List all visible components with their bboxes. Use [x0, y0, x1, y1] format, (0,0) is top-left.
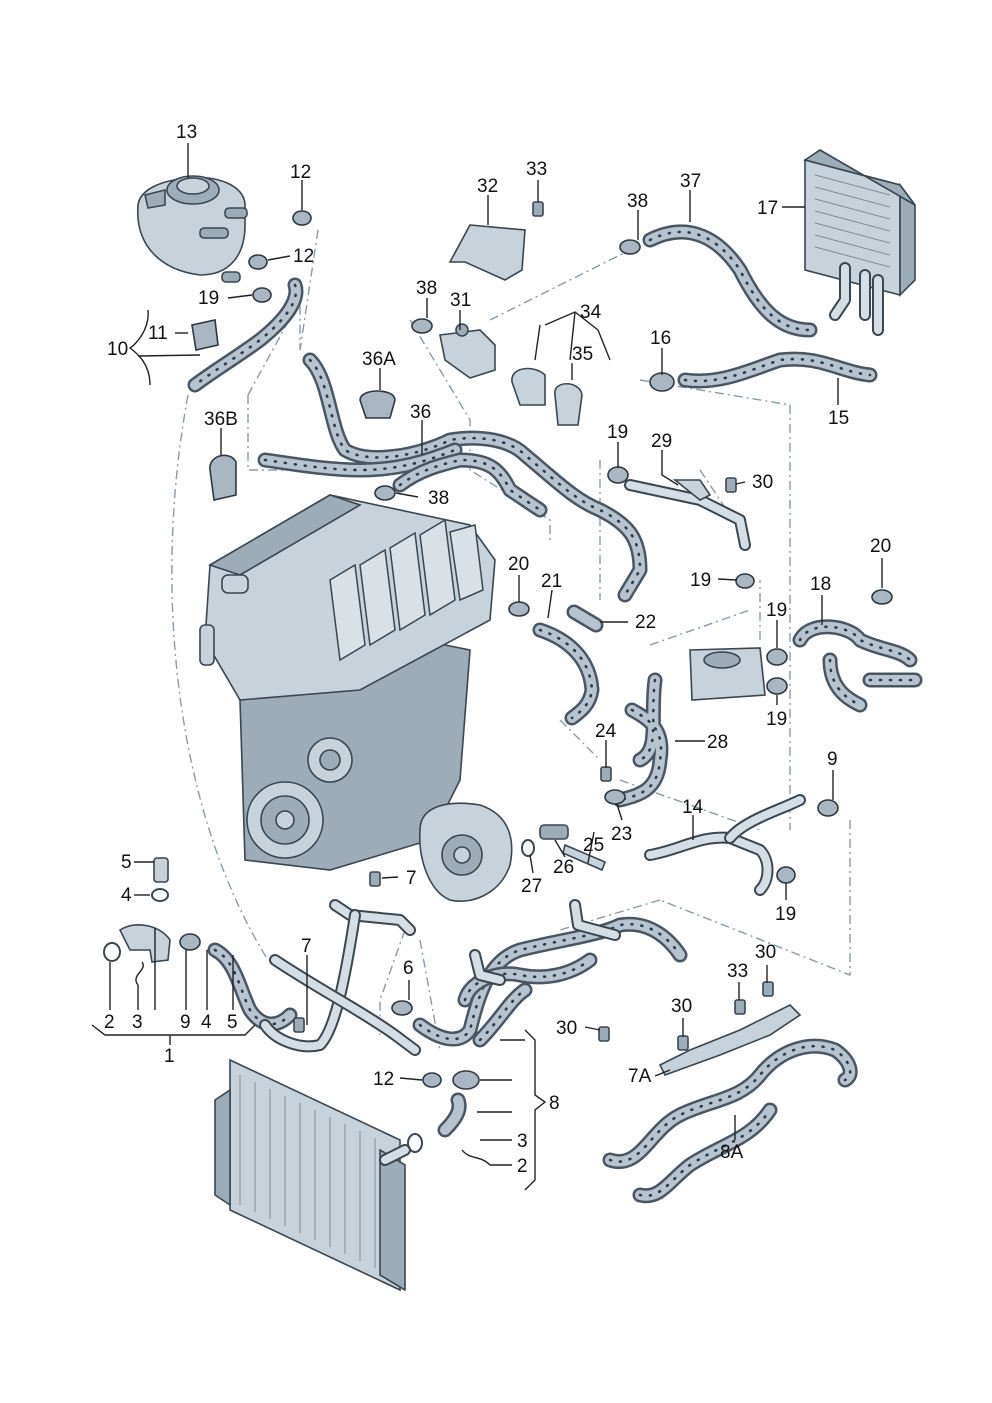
- callout-10: 10: [107, 339, 128, 360]
- callout-12: 12: [293, 246, 314, 267]
- callout-31: 31: [450, 290, 471, 311]
- callout-17: 17: [757, 198, 778, 219]
- hose-18: [792, 619, 923, 713]
- callout-19: 19: [198, 288, 219, 309]
- hose-8-assembly: [412, 916, 688, 1048]
- radiator-hose-lower: [437, 1092, 467, 1138]
- callout-4: 4: [201, 1012, 212, 1033]
- callout-28: 28: [707, 732, 728, 753]
- hose-15: [677, 351, 878, 389]
- callout-27: 27: [521, 876, 542, 897]
- callout-29: 29: [651, 431, 672, 452]
- hose-36: [257, 352, 648, 603]
- callout-12: 12: [373, 1069, 394, 1090]
- callout-21: 21: [541, 571, 562, 592]
- callout-12: 12: [290, 162, 311, 183]
- callout-7: 7: [406, 868, 417, 889]
- metal-pipes: [259, 479, 806, 1056]
- callout-5: 5: [227, 1012, 238, 1033]
- callout-36: 36: [410, 402, 431, 423]
- radiator: [214, 1058, 411, 1292]
- heater-core: [803, 149, 916, 336]
- callout-30: 30: [752, 472, 773, 493]
- callout-30: 30: [556, 1018, 577, 1039]
- callout-38: 38: [428, 488, 449, 509]
- callout-13: 13: [176, 122, 197, 143]
- small-parts: [103, 201, 893, 1153]
- radiator-hose-upper: [207, 942, 298, 1032]
- callout-1: 1: [164, 1046, 175, 1067]
- callout-24: 24: [595, 721, 617, 742]
- callout-7: 7: [301, 936, 312, 957]
- callout-3: 3: [517, 1131, 528, 1152]
- hose-22: [566, 604, 604, 633]
- callout-19: 19: [766, 709, 787, 730]
- hose-37: [642, 224, 818, 338]
- callout-14: 14: [682, 797, 704, 818]
- callout-18: 18: [810, 574, 831, 595]
- callout-34: 34: [580, 302, 602, 323]
- callout-26: 26: [553, 857, 574, 878]
- callout-4: 4: [121, 885, 132, 906]
- hose-8A: [602, 1038, 858, 1204]
- callout-9: 9: [827, 749, 838, 770]
- callout-35: 35: [572, 344, 593, 365]
- callout-33: 33: [526, 159, 547, 180]
- callout-20: 20: [870, 536, 891, 557]
- callout-38: 38: [627, 191, 648, 212]
- callout-7A: 7A: [628, 1066, 652, 1087]
- callout-30: 30: [671, 996, 692, 1017]
- engine-block: [199, 494, 496, 871]
- callout-36B: 36B: [204, 409, 238, 430]
- callout-19: 19: [766, 600, 787, 621]
- hose-10: [187, 277, 304, 393]
- callout-19: 19: [607, 422, 628, 443]
- callout-37: 37: [680, 171, 701, 192]
- callout-36A: 36A: [362, 349, 396, 370]
- callout-15: 15: [828, 408, 849, 429]
- leader-lines: [91, 143, 883, 1191]
- callout-19: 19: [775, 904, 796, 925]
- callout-3: 3: [132, 1012, 143, 1033]
- callout-6: 6: [403, 958, 414, 979]
- callout-5: 5: [121, 852, 132, 873]
- callout-20: 20: [508, 554, 529, 575]
- callout-8A: 8A: [720, 1142, 744, 1163]
- callout-2: 2: [104, 1012, 115, 1033]
- callout-32: 32: [477, 176, 498, 197]
- callout-30: 30: [755, 942, 776, 963]
- alternator: [419, 802, 513, 902]
- callout-2: 2: [517, 1156, 528, 1177]
- hose-28: [612, 672, 669, 808]
- callout-9: 9: [180, 1012, 191, 1033]
- hose-21: [532, 622, 600, 726]
- hoses: [187, 224, 923, 1204]
- callout-labels: 13 12 12 19 11 10 36A 36B 36 38 38 38 31…: [104, 122, 891, 1177]
- callout-22: 22: [635, 612, 656, 633]
- callout-16: 16: [650, 328, 671, 349]
- callout-11: 11: [148, 323, 168, 344]
- callout-19: 19: [690, 570, 711, 591]
- callout-33: 33: [727, 961, 748, 982]
- oil-cooler: [689, 647, 766, 701]
- expansion-tank: [137, 175, 248, 283]
- callout-8: 8: [549, 1093, 560, 1114]
- callout-23: 23: [611, 824, 632, 845]
- callout-25: 25: [583, 835, 604, 856]
- callout-38: 38: [416, 278, 437, 299]
